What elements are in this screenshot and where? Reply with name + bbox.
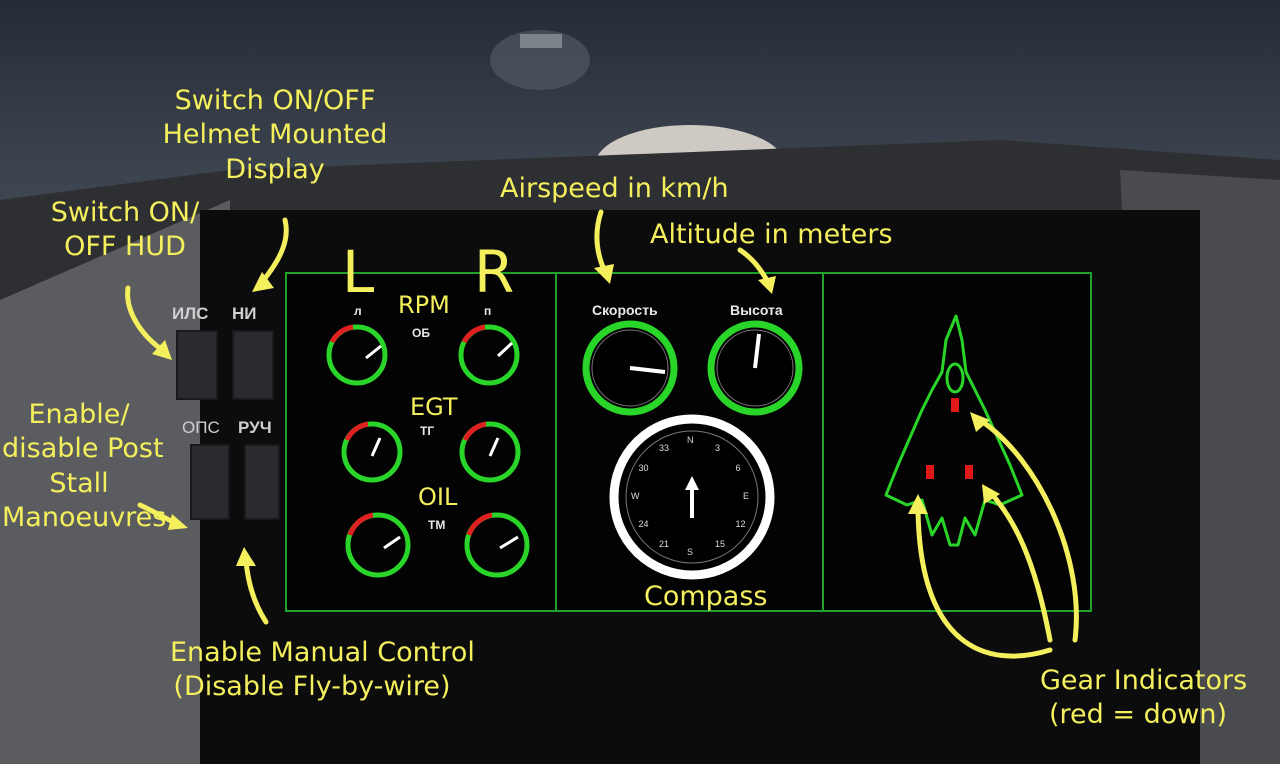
- manual-control-switch[interactable]: [244, 444, 280, 520]
- gear-panel: [822, 272, 1092, 612]
- hud-annotation: Switch ON/ OFF HUD: [40, 196, 210, 265]
- ni-label: НИ: [232, 304, 257, 323]
- post-stall-annotation-line2: disable Post: [2, 433, 164, 465]
- compass-label: Compass: [644, 581, 768, 612]
- altitude-label: Высота: [730, 302, 783, 318]
- oil-label: OIL: [418, 483, 458, 511]
- post-stall-switch[interactable]: [190, 444, 230, 520]
- right-gear-indicator: [965, 465, 973, 479]
- hmd-annotation: Switch ON/OFF Helmet Mounted Display: [160, 84, 390, 187]
- compass-mark: 33: [659, 442, 670, 453]
- egt-left-gauge: [341, 421, 403, 483]
- right-small-label: п: [484, 304, 492, 318]
- hud-annotation-line2: OFF HUD: [64, 231, 186, 263]
- hmd-annotation-line2: Helmet Mounted: [162, 119, 388, 151]
- manual-annotation-line1: Enable Manual Control: [170, 637, 475, 668]
- ops-label: ОПС: [182, 418, 220, 437]
- rpm-ru-label: ОБ: [412, 326, 430, 340]
- compass-mark: W: [631, 491, 640, 501]
- post-stall-annotation-line1: Enable/: [28, 399, 130, 430]
- manual-annotation: Enable Manual Control (Disable Fly-by-wi…: [170, 636, 475, 705]
- egt-ru-label: ТГ: [420, 424, 435, 438]
- left-engine-label: L: [342, 238, 375, 306]
- compass-mark: 12: [735, 519, 746, 529]
- left-gear-indicator: [926, 465, 934, 479]
- oil-right-gauge: [464, 512, 530, 578]
- compass-mark: 24: [638, 519, 649, 529]
- hud-switch[interactable]: [176, 330, 218, 400]
- oil-left-gauge: [345, 512, 411, 578]
- altitude-annotation: Altitude in meters: [650, 219, 893, 250]
- carrier-ship: [520, 34, 562, 48]
- post-stall-annotation-line4: Manoeuvres: [2, 501, 167, 533]
- egt-right-gauge: [459, 421, 521, 483]
- hmd-annotation-line1: Switch ON/OFF: [174, 85, 376, 116]
- egt-label: EGT: [410, 393, 458, 421]
- engine-panel: [285, 272, 557, 612]
- compass-mark: 3: [715, 442, 721, 453]
- post-stall-annotation: Enable/ disable Post Stall Manoeuvres: [2, 398, 167, 535]
- hmd-annotation-line3: Display: [225, 153, 325, 185]
- ils-label: ИЛС: [172, 304, 209, 323]
- oil-ru-label: ТМ: [428, 518, 446, 532]
- nose-gear-indicator: [951, 398, 959, 412]
- ruch-label: РУЧ: [238, 418, 272, 437]
- compass-mark: 21: [659, 539, 670, 550]
- hmd-switch[interactable]: [232, 330, 274, 400]
- post-stall-annotation-line3: Stall: [49, 467, 109, 499]
- left-small-label: л: [354, 304, 362, 318]
- compass-gauge: [609, 414, 775, 580]
- compass-mark: 6: [735, 463, 741, 473]
- compass-mark: S: [687, 547, 694, 557]
- altitude-gauge: [707, 320, 803, 416]
- compass-mark: 15: [715, 539, 726, 550]
- rpm-left-gauge: [326, 324, 388, 386]
- airspeed-label: Скорость: [592, 302, 658, 318]
- airspeed-gauge: [582, 320, 678, 416]
- rpm-label: RPM: [398, 291, 450, 319]
- gear-annotation-line1: Gear Indicators: [1040, 665, 1248, 696]
- manual-annotation-line2: (Disable Fly-by-wire): [173, 671, 451, 703]
- airspeed-annotation: Airspeed in km/h: [500, 173, 729, 204]
- gear-annotation: Gear Indicators (red = down): [1040, 664, 1248, 733]
- gear-annotation-line2: (red = down): [1049, 699, 1227, 731]
- compass-mark: N: [687, 435, 694, 445]
- compass-mark: 30: [638, 463, 649, 473]
- hud-annotation-line1: Switch ON/: [50, 197, 200, 228]
- rpm-right-gauge: [458, 324, 520, 386]
- right-engine-label: R: [474, 238, 515, 306]
- compass-mark: E: [743, 491, 750, 501]
